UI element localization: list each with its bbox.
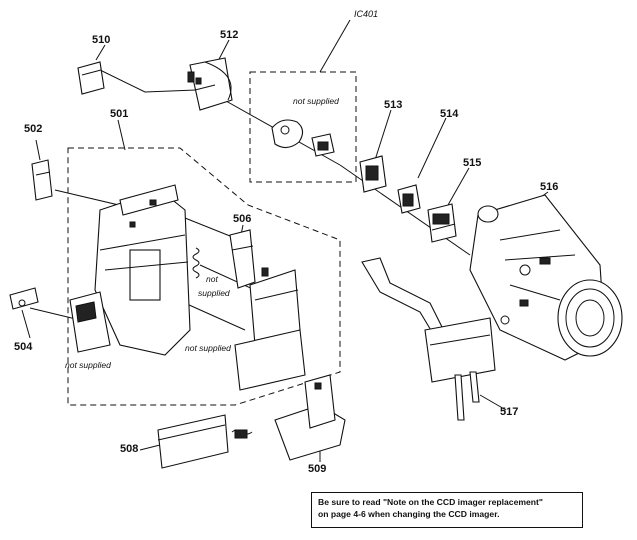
ccd-replacement-notice: Be sure to read "Note on the CCD imager … (311, 492, 583, 528)
label-508: 508 (120, 443, 138, 455)
part-516-lens-block (469, 194, 623, 361)
label-504: 504 (14, 341, 33, 353)
part-514-filter (397, 184, 421, 214)
ic401-group-outline (249, 71, 357, 183)
note-not-supplied-spring-line2: supplied (198, 288, 230, 298)
spring (192, 247, 200, 279)
ic401-ccd-assembly (271, 119, 335, 157)
note-not-supplied-ic: not supplied (293, 96, 339, 106)
label-514: 514 (440, 108, 459, 120)
note-not-supplied-bracket: not supplied (185, 343, 231, 353)
label-517: 517 (500, 406, 518, 418)
part-510-plate (77, 61, 105, 95)
group-501-outline (67, 147, 341, 406)
label-512: 512 (220, 29, 238, 41)
ic401-label: IC401 (354, 9, 378, 19)
notice-line-1: Be sure to read "Note on the CCD imager … (318, 497, 543, 507)
label-515: 515 (463, 157, 481, 169)
part-506-bracket (229, 229, 256, 289)
part-517-flex-bracket (361, 257, 496, 421)
part-509-bracket (274, 374, 346, 461)
part-501-main-frame (94, 184, 191, 356)
part-515-holder (427, 203, 457, 243)
label-513: 513 (384, 99, 402, 111)
label-510: 510 (92, 34, 110, 46)
part-513-plate (359, 155, 387, 193)
part-501-side-bracket (234, 267, 306, 391)
label-502: 502 (24, 123, 42, 135)
label-506: 506 (233, 213, 251, 225)
label-509: 509 (308, 463, 326, 475)
left-bracket-not-supplied (69, 291, 111, 353)
label-501: 501 (110, 108, 128, 120)
note-not-supplied-spring-line1: not (206, 274, 218, 284)
part-504-switch (9, 287, 39, 310)
part-502-bracket (31, 159, 53, 201)
notice-line-2: on page 4-6 when changing the CCD imager… (318, 509, 500, 519)
part-512-bracket (187, 57, 233, 111)
part-508-cover (157, 414, 253, 469)
note-not-supplied-left: not supplied (65, 360, 111, 370)
label-516: 516 (540, 181, 558, 193)
